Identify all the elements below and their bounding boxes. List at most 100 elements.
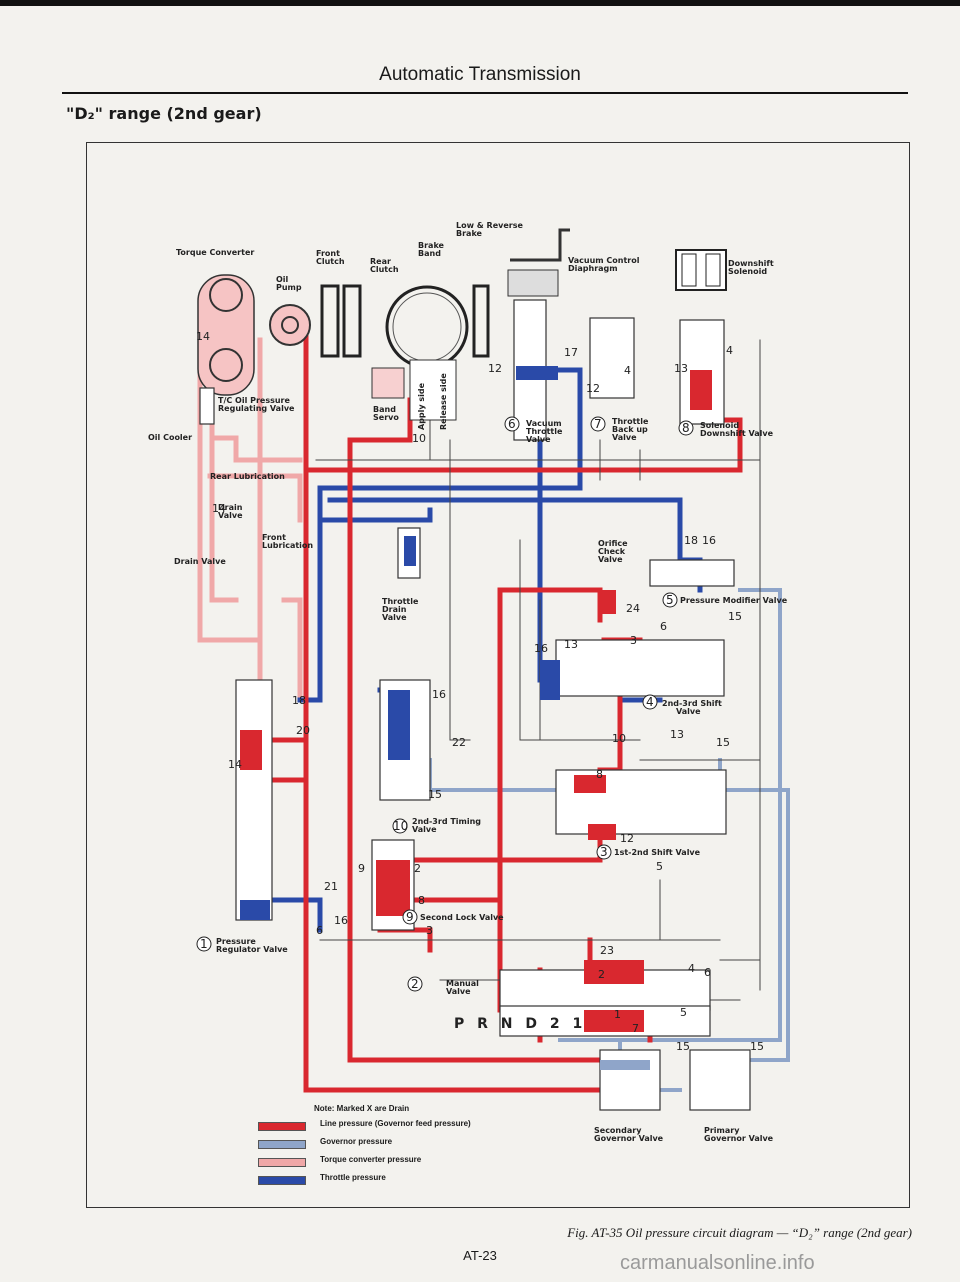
svg-text:6: 6: [508, 417, 516, 431]
svg-text:Valve: Valve: [412, 825, 437, 834]
svg-text:Throttle: Throttle: [526, 427, 563, 436]
svg-text:12: 12: [488, 362, 502, 375]
svg-text:Front: Front: [262, 533, 286, 542]
svg-text:Release side: Release side: [439, 373, 448, 430]
svg-text:Vacuum: Vacuum: [526, 419, 562, 428]
svg-text:18: 18: [684, 534, 698, 547]
throttle-backup-body: [589, 317, 635, 399]
svg-text:10: 10: [612, 732, 626, 745]
svg-text:Front: Front: [316, 249, 340, 258]
svg-text:Governor Valve: Governor Valve: [704, 1134, 774, 1143]
port-numbers: 14 12 17 12 4 13 4 10 14 18 16 24 15 13 …: [196, 330, 764, 1053]
svg-text:5: 5: [666, 593, 674, 607]
header-rule: [62, 92, 908, 94]
section-heading: "D₂" range (2nd gear): [66, 104, 262, 123]
band-servo-icon: [371, 359, 457, 421]
svg-text:Secondary: Secondary: [594, 1126, 642, 1135]
svg-text:Valve: Valve: [446, 987, 471, 996]
svg-text:2: 2: [598, 968, 605, 981]
svg-text:15: 15: [728, 610, 742, 623]
svg-text:Orifice: Orifice: [598, 539, 628, 548]
svg-text:10: 10: [393, 819, 408, 833]
svg-text:15: 15: [750, 1040, 764, 1053]
svg-text:Valve: Valve: [382, 613, 407, 622]
svg-text:16: 16: [534, 642, 548, 655]
svg-text:1: 1: [614, 1008, 621, 1021]
drain-note: Note: Marked X are Drain: [314, 1104, 410, 1113]
svg-text:Pressure: Pressure: [216, 937, 256, 946]
svg-text:Valve: Valve: [598, 555, 623, 564]
svg-text:Brake: Brake: [456, 229, 483, 238]
svg-text:Band: Band: [373, 405, 396, 414]
svg-text:13: 13: [674, 362, 688, 375]
svg-text:Drain: Drain: [382, 605, 407, 614]
svg-text:8: 8: [418, 894, 425, 907]
svg-text:Regulating Valve: Regulating Valve: [218, 404, 295, 413]
svg-text:Drain: Drain: [218, 503, 243, 512]
svg-text:6: 6: [660, 620, 667, 633]
svg-text:14: 14: [228, 758, 242, 771]
svg-text:Pressure Modifier Valve: Pressure Modifier Valve: [680, 596, 788, 605]
svg-text:7: 7: [594, 417, 602, 431]
svg-text:24: 24: [626, 602, 640, 615]
svg-text:6: 6: [316, 924, 323, 937]
svg-text:14: 14: [196, 330, 210, 343]
shift-23-body: [555, 639, 725, 697]
svg-text:Drain Valve: Drain Valve: [174, 557, 226, 566]
brake-band-icon: [385, 285, 469, 369]
figure-caption: Fig. AT-35 Oil pressure circuit diagram …: [567, 1225, 912, 1240]
svg-text:13: 13: [564, 638, 578, 651]
svg-text:15: 15: [716, 736, 730, 749]
svg-text:Back up: Back up: [612, 425, 648, 434]
valve-number-markers: [196, 416, 694, 992]
svg-text:6: 6: [704, 966, 711, 979]
legend-swatch: [258, 1158, 306, 1167]
svg-text:16: 16: [432, 688, 446, 701]
svg-text:Vacuum Control: Vacuum Control: [568, 256, 640, 265]
svg-text:20: 20: [296, 724, 310, 737]
svg-text:8: 8: [682, 421, 690, 435]
svg-text:1: 1: [200, 937, 208, 951]
legend-swatch: [258, 1140, 306, 1149]
svg-text:Band: Band: [418, 249, 441, 258]
svg-text:8: 8: [596, 768, 603, 781]
svg-text:1st-2nd Shift Valve: 1st-2nd Shift Valve: [614, 848, 701, 857]
svg-text:Rear: Rear: [370, 257, 391, 266]
svg-text:Rear Lubrication: Rear Lubrication: [210, 472, 285, 481]
svg-text:Manual: Manual: [446, 979, 479, 988]
svg-text:15: 15: [676, 1040, 690, 1053]
vacuum-diaphragm-icon: [507, 228, 570, 297]
svg-text:14: 14: [212, 502, 226, 515]
svg-text:Throttle: Throttle: [382, 597, 419, 606]
svg-text:Clutch: Clutch: [370, 265, 399, 274]
component-labels: Torque Converter Oil Pump Front Clutch R…: [148, 221, 788, 1143]
svg-text:Downshift: Downshift: [728, 259, 774, 268]
svg-text:3: 3: [600, 845, 608, 859]
page-title: Automatic Transmission: [379, 64, 581, 85]
svg-text:16: 16: [334, 914, 348, 927]
svg-text:2nd-3rd Timing: 2nd-3rd Timing: [412, 817, 481, 826]
svg-text:Solenoid: Solenoid: [700, 421, 739, 430]
svg-text:Governor Valve: Governor Valve: [594, 1134, 664, 1143]
pressure-modifier-body: [649, 559, 735, 587]
svg-text:Throttle: Throttle: [612, 417, 649, 426]
svg-text:Check: Check: [598, 547, 626, 556]
legend-swatch: [258, 1176, 306, 1185]
watermark: carmanualsonline.info: [620, 1252, 815, 1274]
svg-text:17: 17: [564, 346, 578, 359]
svg-text:Oil Cooler: Oil Cooler: [148, 433, 192, 442]
svg-text:10: 10: [412, 432, 426, 445]
svg-text:Torque Converter: Torque Converter: [176, 248, 254, 257]
top-border: [0, 0, 960, 6]
svg-text:Downshift Valve: Downshift Valve: [700, 429, 774, 438]
svg-text:Second Lock Valve: Second Lock Valve: [420, 913, 504, 922]
svg-text:2nd-3rd Shift: 2nd-3rd Shift: [662, 699, 722, 708]
svg-text:Valve: Valve: [526, 435, 551, 444]
svg-text:12: 12: [620, 832, 634, 845]
svg-text:4: 4: [726, 344, 733, 357]
svg-text:5: 5: [656, 860, 663, 873]
valve-number-texts: 1 2 3 4 5 6 7 8 9 10: [200, 417, 690, 991]
svg-text:Brake: Brake: [418, 241, 445, 250]
svg-text:Valve: Valve: [218, 511, 243, 520]
svg-text:4: 4: [646, 695, 654, 709]
